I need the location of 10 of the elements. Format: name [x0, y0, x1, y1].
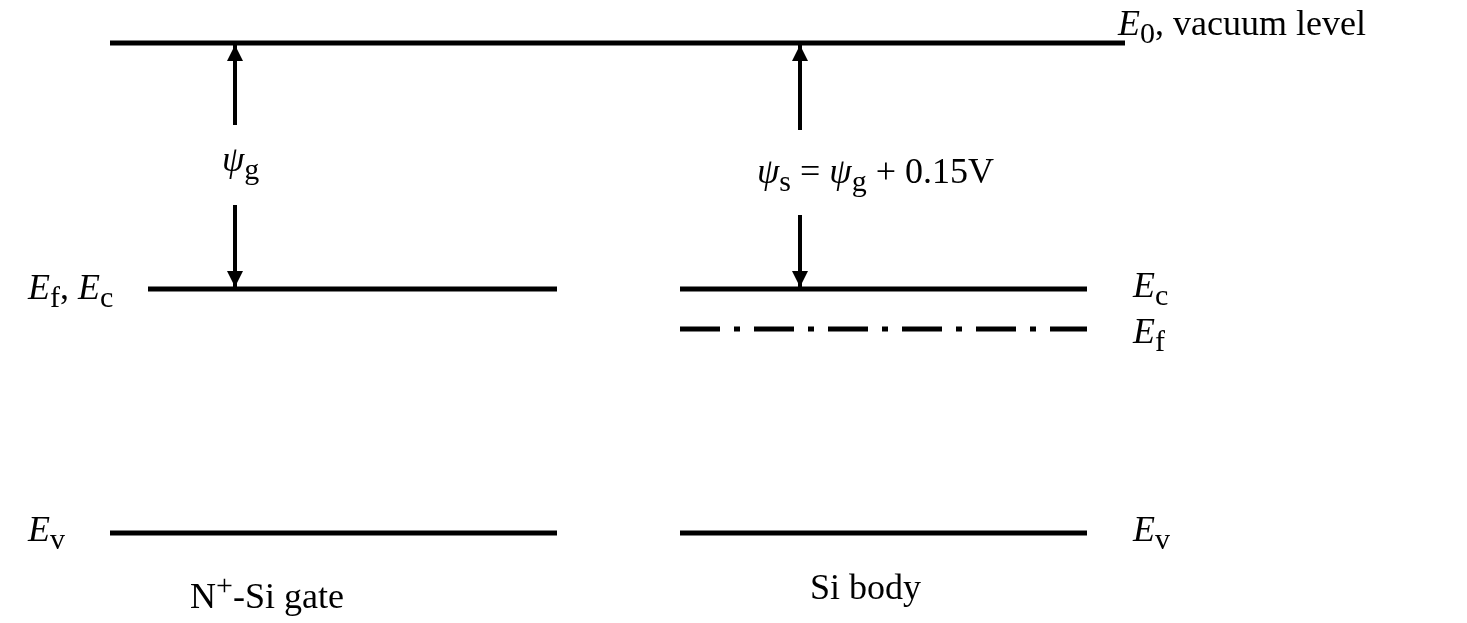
level-label: E$_{v}$ — [1133, 510, 1170, 556]
potential-label: ψ$_{g}$ — [222, 140, 260, 186]
potential-label: ψ$_{s}$ = ψ$_{g}$ + 0.15V — [757, 152, 995, 198]
level-label: E$_{0}$, vacuum level — [1118, 4, 1366, 50]
level-label: E$_{v}$ — [28, 510, 65, 556]
level-label: E$_{f}$ — [1133, 312, 1165, 358]
level-label: E$_{c}$ — [1133, 266, 1169, 312]
region-label: Si body — [810, 568, 922, 608]
region-label: N$^{+}$-Si gate — [190, 568, 344, 617]
level-label: E$_{f}$, E$_{c}$ — [28, 268, 114, 314]
